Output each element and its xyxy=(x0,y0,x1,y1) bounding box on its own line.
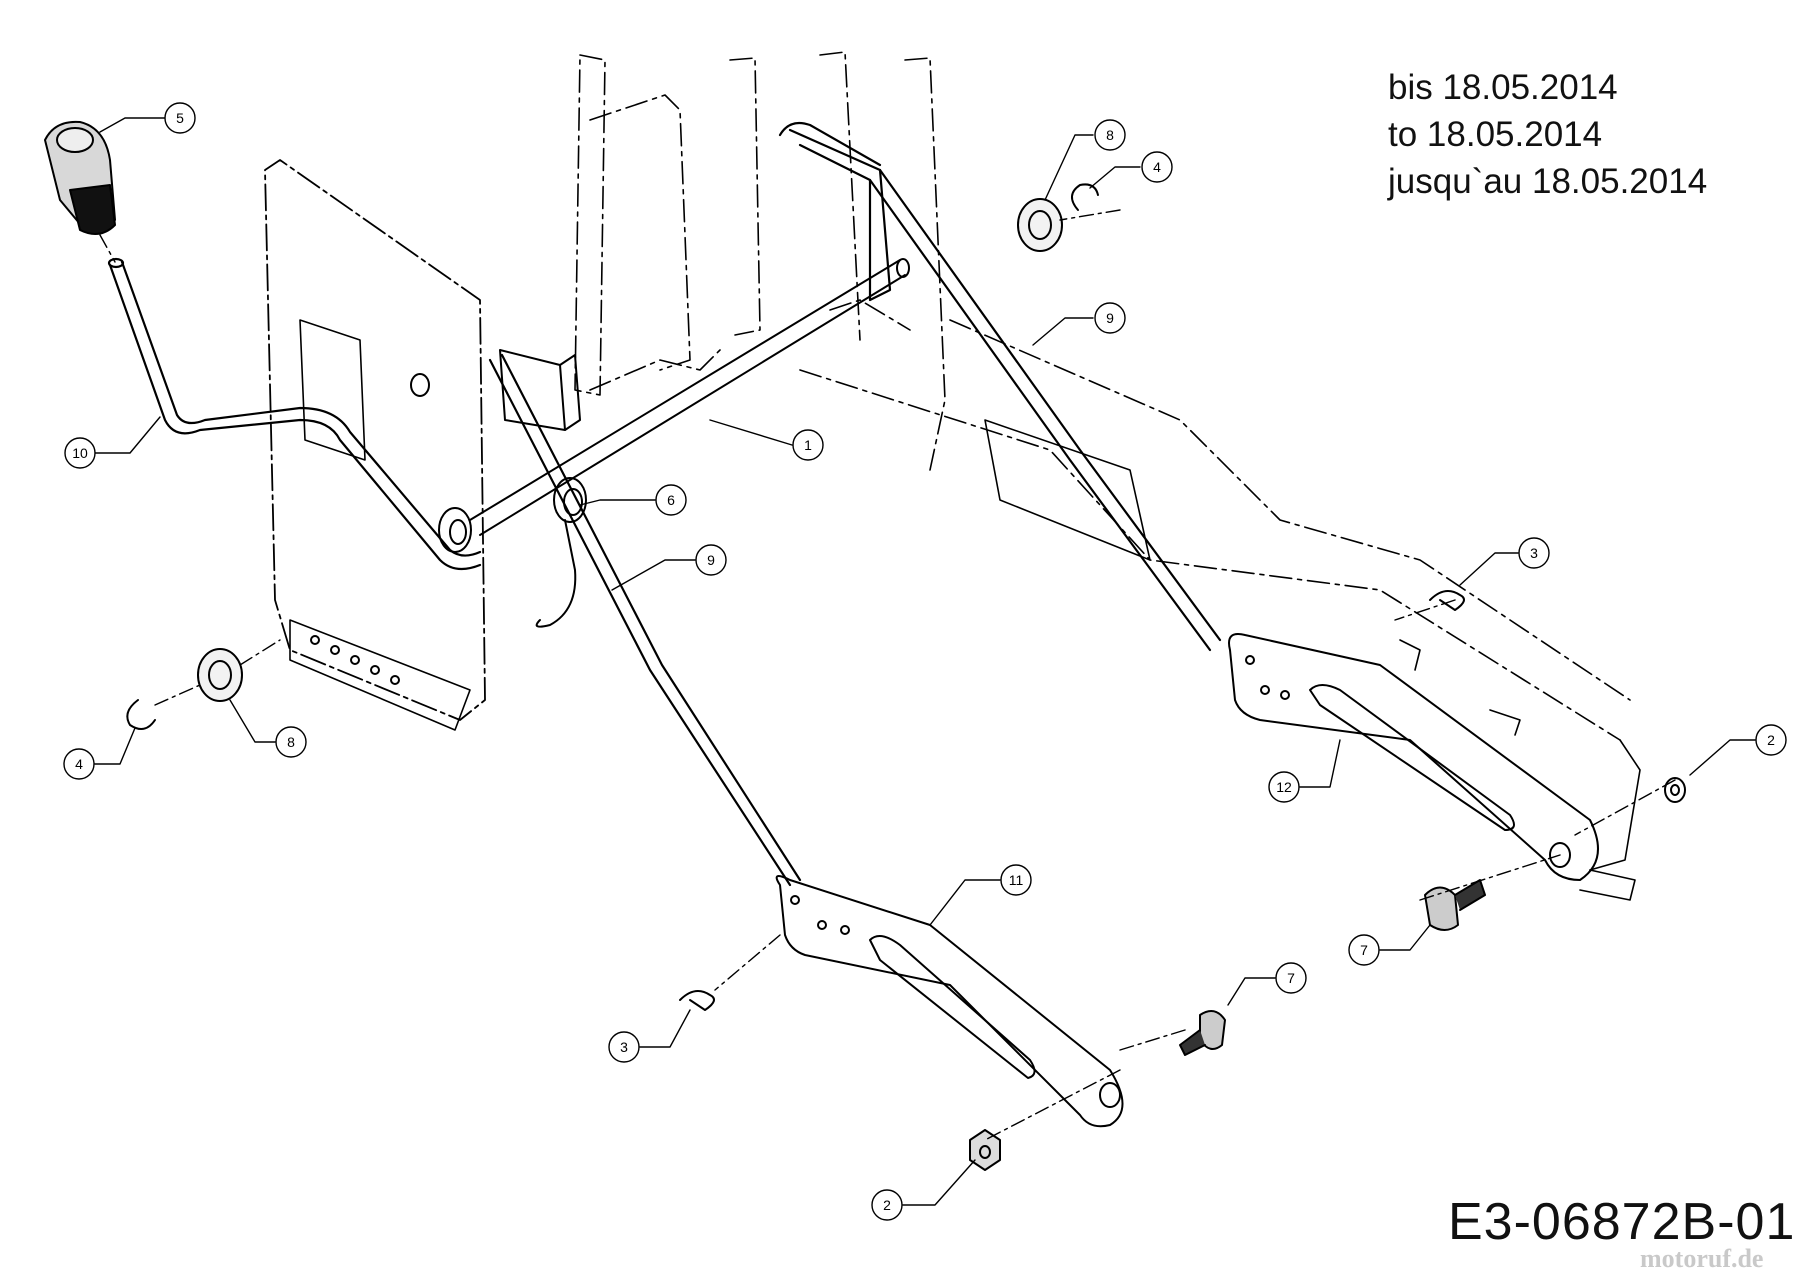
flange-nut-right xyxy=(1664,777,1686,803)
watermark: motoruf.de xyxy=(1640,1244,1764,1273)
right-frame-rail xyxy=(799,319,1641,901)
shoulder-bolt-right xyxy=(1424,879,1486,931)
callout-7-right: 7 xyxy=(1360,942,1368,958)
explode-lines xyxy=(99,209,1676,1141)
e-clip-left xyxy=(126,699,156,730)
callout-2-bottom: 2 xyxy=(883,1197,891,1213)
callout-3-left: 3 xyxy=(620,1039,628,1055)
e-clip-top xyxy=(1071,183,1099,211)
callout-2-right: 2 xyxy=(1767,732,1775,748)
hairpin-clip-left xyxy=(679,990,715,1011)
callout-3-right: 3 xyxy=(1530,545,1538,561)
callout-7-mid: 7 xyxy=(1287,970,1295,986)
right-lift-link-rod xyxy=(778,121,1222,652)
lift-shaft xyxy=(469,258,910,536)
callout-9-mid: 9 xyxy=(707,552,715,568)
rear-frame-plates xyxy=(574,51,946,471)
left-side-plate xyxy=(264,159,486,731)
drawing-number: E3-06872B-01 xyxy=(1448,1193,1796,1251)
callout-4-top: 4 xyxy=(1153,159,1161,175)
shoulder-bolt-mid xyxy=(1179,1010,1226,1056)
flange-bushing-top xyxy=(1017,198,1063,252)
callout-8-left: 8 xyxy=(287,734,295,750)
callout-8-top: 8 xyxy=(1106,127,1114,143)
callout-9-top: 9 xyxy=(1106,310,1114,326)
lift-handle xyxy=(107,257,482,571)
callout-6: 6 xyxy=(667,492,675,508)
callout-leaders xyxy=(94,117,1756,1206)
callout-12: 12 xyxy=(1276,779,1292,795)
right-lift-arm xyxy=(1228,633,1599,881)
spring xyxy=(535,477,587,628)
validity-line-en: to 18.05.2014 xyxy=(1388,115,1603,154)
handle-knob xyxy=(44,120,116,235)
callout-numbers: 5 8 4 9 1 10 6 9 3 2 12 7 11 7 3 2 8 4 xyxy=(72,110,1775,1213)
shaft-bracket xyxy=(499,349,581,431)
callout-11: 11 xyxy=(1009,872,1024,888)
callout-5-top: 5 xyxy=(176,110,184,126)
callout-1: 1 xyxy=(804,437,812,453)
left-shaft-bushing xyxy=(438,507,472,553)
flange-nut-bottom xyxy=(969,1129,1001,1171)
validity-line-fr: jusqu`au 18.05.2014 xyxy=(1388,162,1708,201)
callout-10: 10 xyxy=(72,445,88,461)
callout-circles xyxy=(63,102,1787,1221)
left-lift-link-rod xyxy=(488,353,802,887)
validity-note: bis 18.05.2014 to 18.05.2014 jusqu`au 18… xyxy=(1388,64,1707,205)
callout-4-left: 4 xyxy=(75,756,83,772)
left-lift-arm xyxy=(775,875,1124,1128)
validity-line-de: bis 18.05.2014 xyxy=(1388,68,1618,107)
flange-bushing-left xyxy=(197,648,243,702)
hairpin-clip-right xyxy=(1429,590,1465,611)
